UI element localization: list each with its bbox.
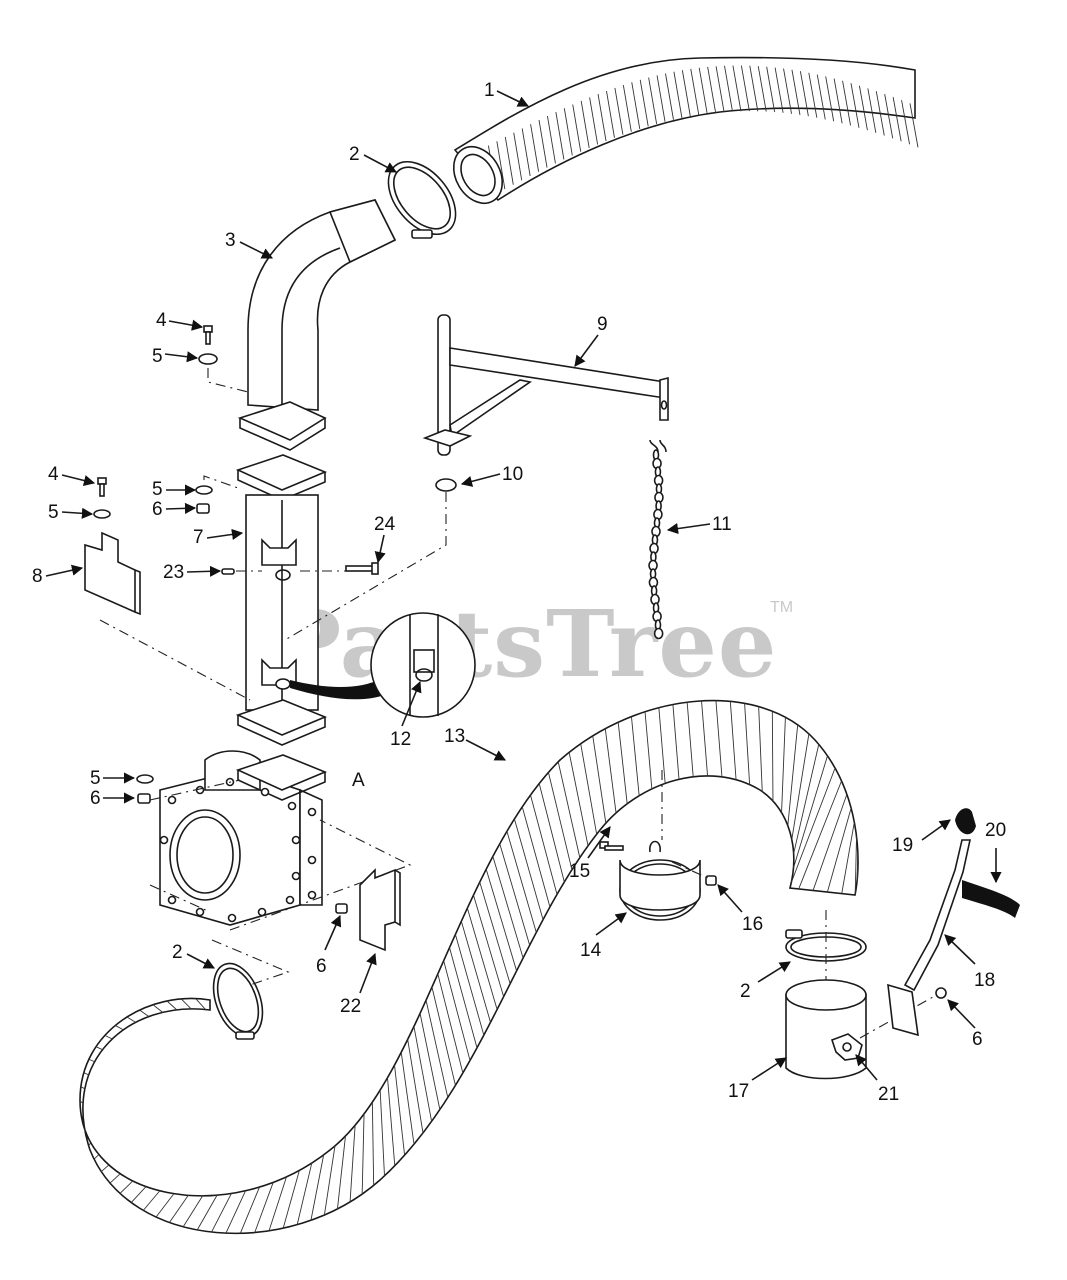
hose-clamp-lower-left [212,962,264,1040]
callout-8: 8 [32,566,43,587]
callout-12: 12 [390,729,411,750]
hanger-bolt [599,841,624,851]
nut-deflector [335,903,348,914]
callout-5-top: 5 [152,346,163,367]
callout-6-housing: 6 [90,788,101,809]
main-flex-hose [79,699,859,1235]
washer-housing [136,774,154,784]
hanger-nut [705,875,717,886]
chain [648,439,667,640]
callout-23: 23 [163,562,184,583]
hose-hanger-band [619,840,701,921]
detail-circle [370,612,476,718]
blower-housing [159,750,328,926]
callout-24: 24 [374,514,396,535]
callout-10: 10 [502,464,523,485]
hose-clamp-upper [387,160,457,239]
callout-4-left: 4 [48,464,59,485]
washer-upper [198,353,218,365]
callout-6-handle: 6 [972,1029,983,1050]
watermark-trademark: TM [770,599,793,616]
watermark-brand: PartsTree [272,590,777,698]
deflector-plate [359,868,401,952]
callout-5-mid: 5 [152,479,163,500]
boom-arm [422,314,669,456]
washer-mid [195,485,213,495]
callout-15: 15 [569,861,590,882]
intake-nozzle [785,979,867,1080]
washer-left [93,509,111,519]
callout-labels: 1 2 3 4 5 4 5 6 5 7 8 23 24 9 10 11 12 1… [32,80,1006,1105]
callout-16: 16 [742,914,763,935]
nut-mid [196,503,210,514]
callout-18: 18 [974,970,995,991]
callout-9: 9 [597,314,608,335]
callout-11: 11 [712,514,732,535]
bolt-upper [203,325,213,345]
boom-washer [435,478,457,492]
callout-19: 19 [892,835,913,856]
callout-2-lower-right: 2 [740,981,751,1002]
callout-13: 13 [444,726,465,747]
vertical-chute-tube [235,454,328,746]
callout-2-lower-left: 2 [172,942,183,963]
callout-5-left: 5 [48,502,59,523]
detail-callout-wedge [290,675,395,700]
handle-nut [935,987,947,999]
callout-20: 20 [985,820,1006,841]
callout-1: 1 [484,80,495,101]
clevis-pin [221,568,235,575]
callout-21: 21 [878,1084,899,1105]
callout-14: 14 [580,940,602,961]
nut-housing [137,793,151,804]
bolt-left [97,477,107,497]
callout-22: 22 [340,996,361,1017]
callout-17: 17 [728,1081,749,1102]
callout-3: 3 [225,230,236,251]
callout-2-top: 2 [349,144,360,165]
elbow-chute [237,199,397,451]
upper-flex-hose [452,56,919,205]
bracket-plate [84,531,141,616]
callout-6-deflector: 6 [316,956,327,977]
callout-7: 7 [193,527,204,548]
pivot-bolt [345,562,379,575]
label-A: A [352,770,365,791]
callout-5-housing: 5 [90,768,101,789]
callout-4-top: 4 [156,310,167,331]
leader-arrows [45,90,1002,1081]
callout-6-mid: 6 [152,499,163,520]
nozzle-handle [887,808,1020,1037]
